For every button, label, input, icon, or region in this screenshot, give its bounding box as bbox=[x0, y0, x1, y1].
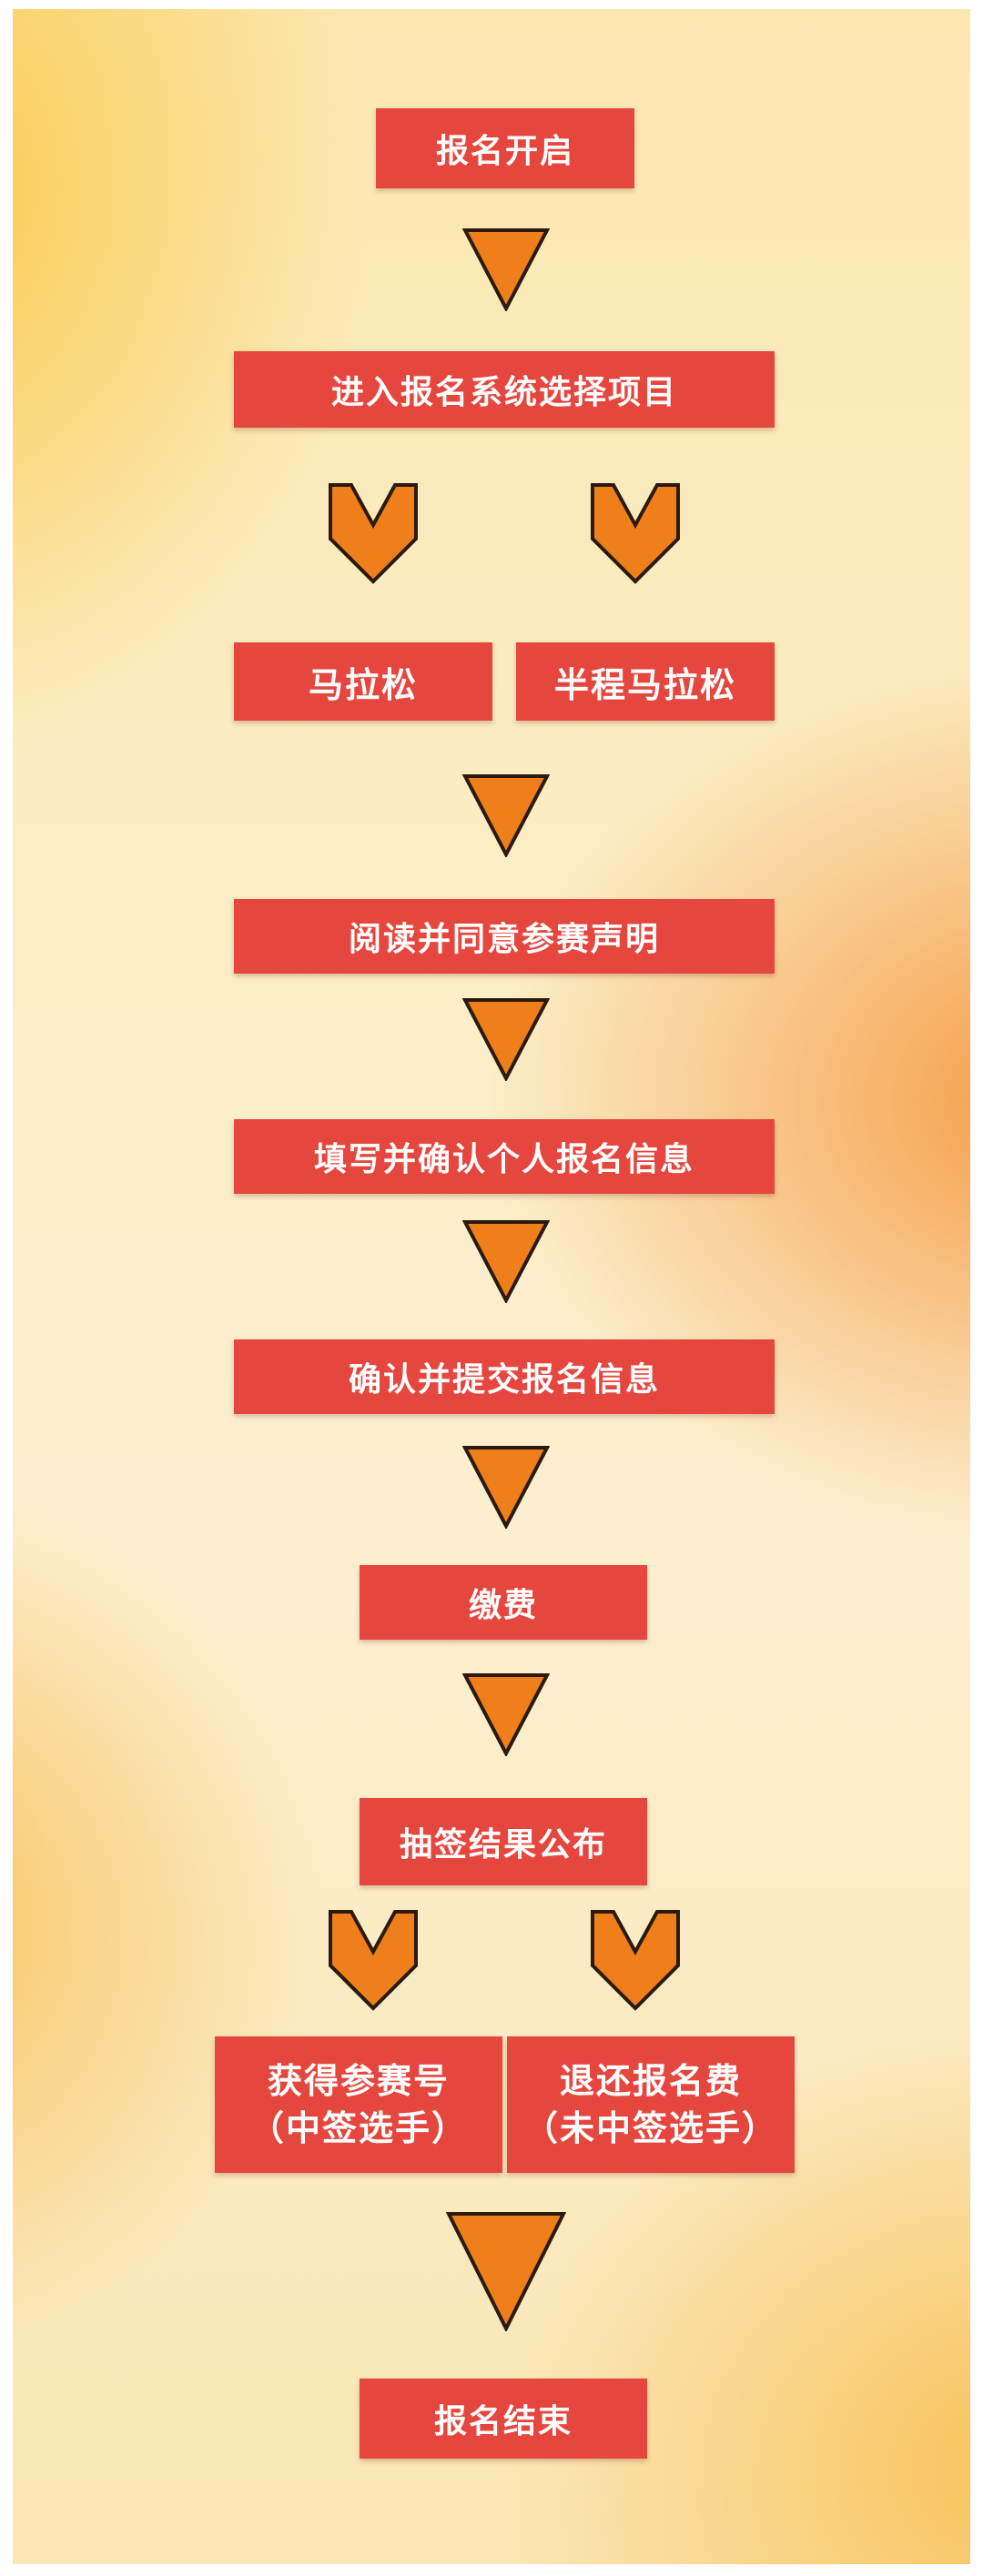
step-enter-system-select-event: 进入报名系统选择项目 bbox=[234, 351, 775, 428]
chevron-down-icon bbox=[590, 1909, 681, 2011]
step-read-agree-declaration: 阅读并同意参赛声明 bbox=[234, 899, 775, 974]
down-triangle-arrow-icon bbox=[462, 1219, 550, 1303]
outcome-refund-fee: 退还报名费 （未中签选手） bbox=[507, 2036, 795, 2173]
chevron-down-icon bbox=[328, 1909, 419, 2011]
down-triangle-arrow-icon bbox=[446, 2211, 566, 2331]
option-marathon: 马拉松 bbox=[234, 642, 492, 721]
step-registration-open: 报名开启 bbox=[376, 108, 634, 188]
down-triangle-arrow-icon bbox=[462, 227, 550, 311]
step-registration-end: 报名结束 bbox=[360, 2379, 647, 2459]
down-triangle-arrow-icon bbox=[462, 1672, 550, 1756]
chevron-down-icon bbox=[590, 482, 681, 584]
outcome-selected-title: 获得参赛号 bbox=[267, 2060, 450, 2101]
down-triangle-arrow-icon bbox=[462, 1445, 550, 1529]
outcome-refund-note: （未中签选手） bbox=[522, 2107, 778, 2148]
chevron-down-icon bbox=[328, 482, 419, 584]
down-triangle-arrow-icon bbox=[462, 773, 550, 857]
outcome-selected-note: （中签选手） bbox=[248, 2107, 468, 2148]
down-triangle-arrow-icon bbox=[462, 997, 550, 1081]
outcome-refund-title: 退还报名费 bbox=[559, 2060, 742, 2101]
step-fill-confirm-info: 填写并确认个人报名信息 bbox=[234, 1119, 775, 1194]
step-confirm-submit-info: 确认并提交报名信息 bbox=[234, 1339, 775, 1414]
step-payment: 缴费 bbox=[360, 1565, 647, 1640]
step-lottery-results: 抽签结果公布 bbox=[360, 1798, 647, 1885]
outcome-selected-bib: 获得参赛号 （中签选手） bbox=[215, 2036, 502, 2173]
option-half-marathon: 半程马拉松 bbox=[516, 642, 775, 721]
